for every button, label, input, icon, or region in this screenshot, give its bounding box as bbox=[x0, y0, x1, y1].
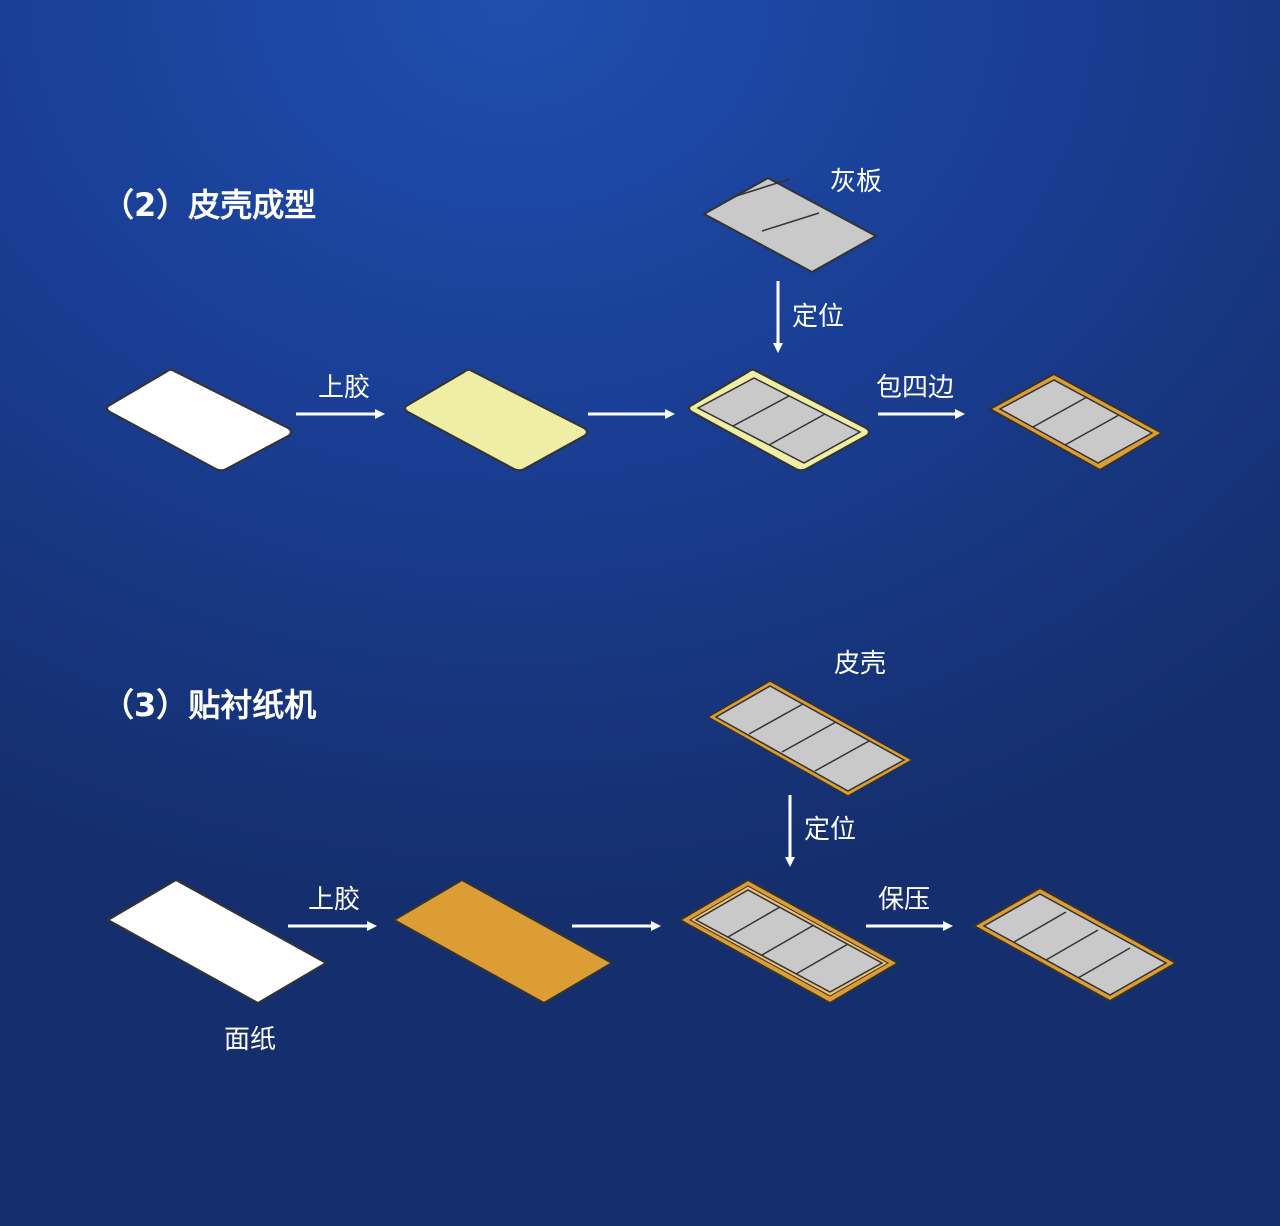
s3-assembled bbox=[677, 878, 901, 1005]
s3-face-paper bbox=[105, 878, 329, 1005]
s3-label-glue: 上胶 bbox=[308, 885, 360, 915]
s3-glued-paper bbox=[391, 878, 615, 1005]
s2-label-wrap: 包四边 bbox=[876, 373, 954, 403]
s2-label-glue: 上胶 bbox=[318, 373, 370, 403]
s2-gray-board bbox=[701, 176, 879, 274]
section2-title: （2）皮壳成型 bbox=[102, 186, 316, 224]
s2-label-board: 灰板 bbox=[830, 167, 882, 197]
s3-cover bbox=[706, 680, 914, 797]
s2-white-sheet bbox=[106, 368, 292, 472]
s3-label-cover: 皮壳 bbox=[834, 649, 886, 679]
s2-assembled-sheet bbox=[688, 368, 870, 472]
s2-label-position: 定位 bbox=[792, 302, 844, 332]
s3-final bbox=[971, 886, 1179, 1003]
s2-glued-sheet bbox=[404, 368, 588, 472]
s3-label-face-paper: 面纸 bbox=[224, 1025, 276, 1055]
s3-label-position: 定位 bbox=[804, 815, 856, 845]
s3-label-press: 保压 bbox=[878, 885, 930, 915]
s2-wrapped-cover bbox=[987, 372, 1165, 472]
section3-title: （3）贴衬纸机 bbox=[102, 686, 316, 724]
